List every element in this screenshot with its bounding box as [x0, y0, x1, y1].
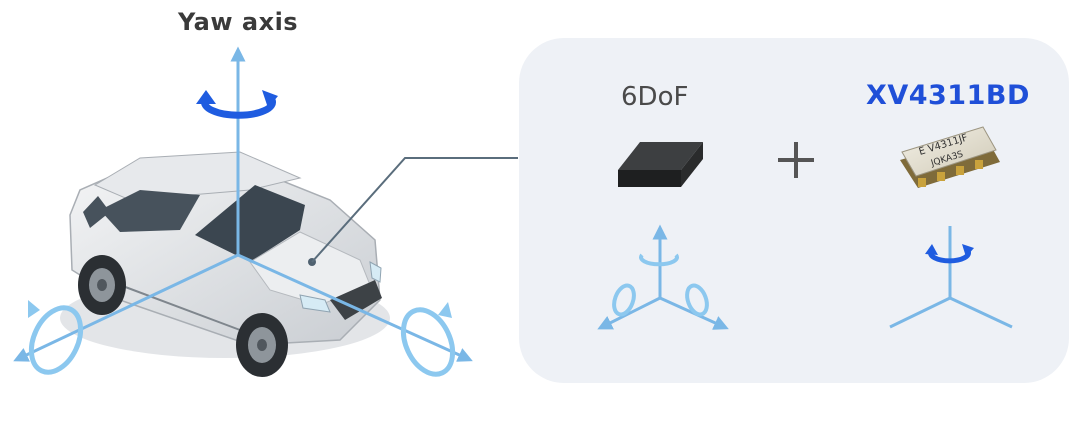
yaw-axis-title: Yaw axis	[178, 8, 299, 36]
pitch-axis-line	[13, 253, 239, 362]
gyro-chip-icon: E V4311JF JQKA3S	[900, 126, 1000, 188]
vehicle-axes	[13, 46, 473, 362]
front-wheel	[236, 313, 288, 377]
six-dof-axes-icon	[597, 224, 729, 330]
imu-chip-icon	[618, 142, 703, 187]
roll-axis-line	[237, 253, 473, 362]
callout-leader-line	[311, 157, 518, 263]
suv-car-icon	[69, 151, 382, 377]
plus-icon	[778, 142, 814, 178]
combo-panel-background	[519, 38, 1069, 383]
yaw-rotation-arrow	[196, 90, 278, 119]
pitch-rotation-arrow	[28, 300, 84, 375]
six-dof-label: 6DoF	[621, 82, 689, 112]
gyro-sensor-icon	[889, 226, 1013, 329]
roll-rotation-arrow	[400, 302, 456, 377]
vehicle-diagram	[13, 46, 518, 377]
rear-wheel	[78, 255, 126, 315]
part-number-label: XV4311BD	[866, 80, 1030, 111]
